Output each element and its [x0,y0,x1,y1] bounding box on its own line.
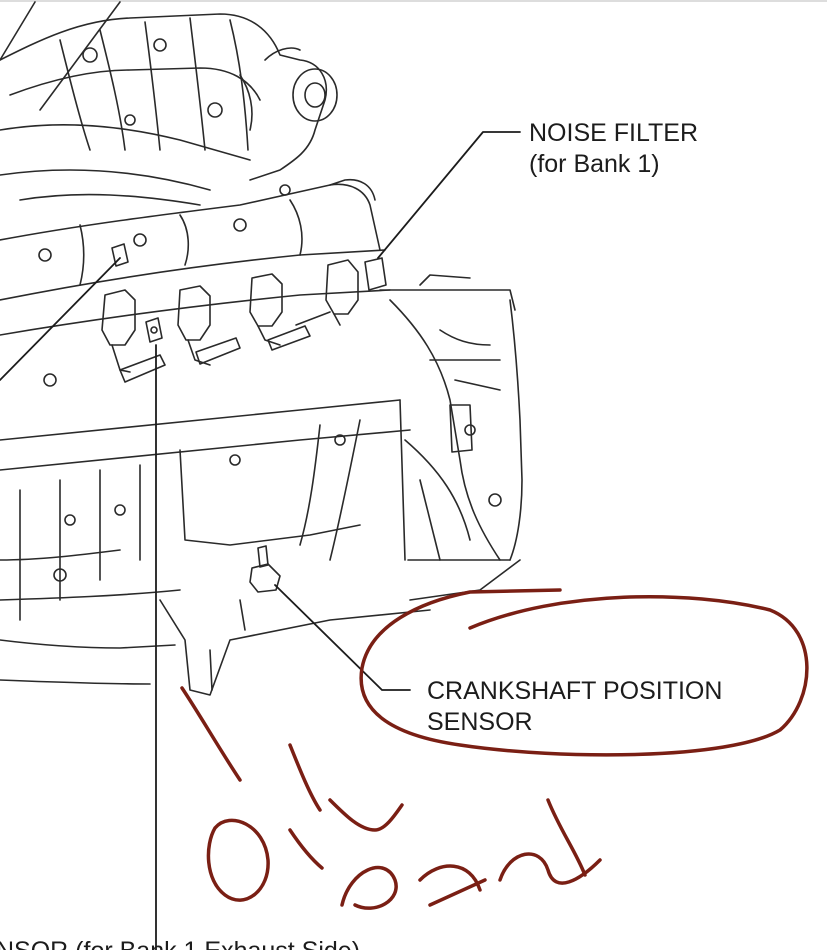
crankshaft-sensor-label: CRANKSHAFT POSITION SENSOR [427,676,722,738]
intake-manifold [0,13,338,206]
stroke-p [340,865,398,910]
stroke-i-left [180,686,242,782]
stroke-o [206,818,270,902]
crankshaft-position-sensor [249,545,281,593]
callout-leaders [0,131,521,950]
engine-block [0,373,411,621]
cam-sensor-label-text: NSOR (for Bank 1 Exhaust Side) [0,936,360,950]
noise-filter-leader [377,131,521,259]
stroke-l [328,798,404,832]
cam-position-sensor [111,243,163,343]
upper-left-leaders [0,1,121,111]
stroke-i-mid [288,743,322,812]
stroke-i [288,828,324,870]
cam-sensor-label-partial: NSOR (for Bank 1 Exhaust Side) [0,936,360,950]
ignition-coils [101,259,359,383]
stroke-a [418,864,487,907]
stroke-n-tail [546,798,587,877]
crankshaft-leader [274,584,411,691]
noise-filter-label-line2: (for Bank 1) [529,150,660,178]
oil-pan [0,599,431,696]
noise-filter-label: NOISE FILTER (for Bank 1) [529,118,698,180]
stroke-n [498,852,602,885]
crankshaft-sensor-label-line2: SENSOR [427,708,533,736]
left-leader [0,257,121,381]
transmission [379,274,523,601]
noise-filter-label-line1: NOISE FILTER [529,119,699,147]
circle-around-crankshaft-label [359,588,809,757]
handwritten-annotation [180,588,809,910]
noise-filter [364,257,387,291]
crankshaft-sensor-label-line1: CRANKSHAFT POSITION [427,677,723,705]
cylinder-head [0,178,391,336]
